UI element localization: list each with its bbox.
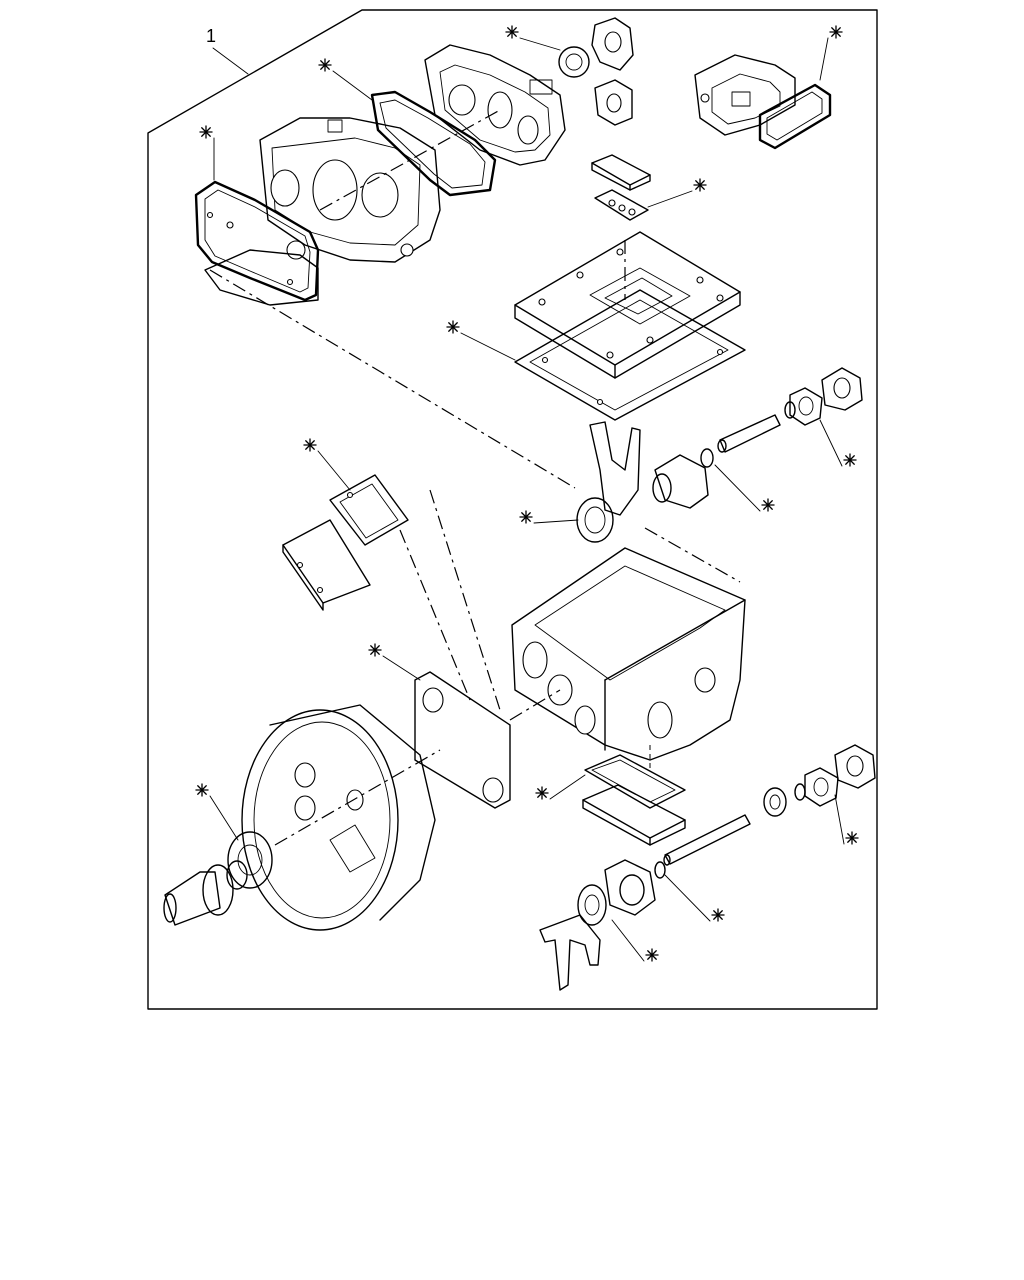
shift-cover-gasket [514, 289, 746, 421]
marker-symbols [195, 25, 859, 962]
reference-mark-leader [209, 795, 239, 841]
small-flange-cover [594, 79, 633, 126]
reference-mark-leader [611, 919, 645, 962]
retainer-gasket-lower [577, 884, 607, 926]
reference-mark-icon [195, 783, 209, 797]
small-oil-seal [558, 46, 590, 78]
clutch-housing [241, 704, 436, 931]
alignment-line-5 [399, 529, 471, 701]
shift-shaft-lower [663, 814, 751, 866]
reference-mark-leader [714, 464, 761, 512]
o-ring-upper [700, 448, 714, 468]
o-ring-lower [654, 861, 666, 879]
reference-mark-leader [549, 774, 586, 800]
reference-mark-icon [199, 125, 213, 139]
bottom-cover-plate [582, 784, 686, 846]
o-ring-lower-small [794, 783, 806, 801]
top-cover-block [694, 54, 796, 136]
upper-housing [424, 44, 566, 166]
item-number-label: 1 [206, 26, 216, 46]
side-cover-gasket [329, 474, 409, 546]
reference-mark-leader [332, 70, 373, 101]
upper-housing-gasket [370, 90, 497, 197]
reference-mark-icon [303, 438, 317, 452]
reference-mark-icon [711, 908, 725, 922]
shift-cover-plate [514, 231, 741, 379]
input-shaft-seal [227, 831, 273, 889]
bearing-cover-lower [834, 744, 876, 789]
bearing-retainer-lower [604, 859, 656, 916]
transmission-case [511, 547, 746, 761]
bearing-cover-gasket-upper [789, 387, 823, 426]
item-number-leader [212, 47, 249, 75]
round-gasket-mid [576, 497, 614, 543]
reference-mark-icon [519, 510, 533, 524]
side-cover [282, 519, 371, 611]
reference-mark-icon [845, 831, 859, 845]
reference-mark-leader [317, 450, 351, 491]
reference-mark-icon [761, 498, 775, 512]
alignment-line-3 [644, 527, 741, 583]
reference-mark-icon [505, 25, 519, 39]
reference-mark-icon [535, 786, 549, 800]
front-cover [204, 249, 319, 306]
reference-mark-icon [318, 58, 332, 72]
bearing-cover-upper [821, 367, 863, 411]
reference-mark-leader [819, 419, 843, 467]
reference-mark-icon [368, 643, 382, 657]
small-plate-gasket [594, 189, 649, 221]
shift-fork-upper [589, 421, 641, 516]
alignment-line-7 [274, 749, 441, 846]
reference-mark-leader [382, 655, 421, 681]
alignment-line-6 [509, 689, 561, 721]
front-housing-cover [259, 117, 441, 263]
reference-mark-leader [647, 190, 693, 208]
bearing-cover-gasket-lower [804, 767, 839, 807]
input-shaft [163, 860, 248, 926]
bearing-cover-top [591, 17, 634, 71]
clutch-housing-gasket [414, 671, 511, 809]
reference-mark-icon [446, 320, 460, 334]
reference-mark-icon [645, 948, 659, 962]
bearing-lower [763, 787, 787, 817]
top-cover-gasket [758, 83, 832, 150]
reference-mark-leader [819, 37, 829, 81]
reference-mark-leader [533, 519, 579, 524]
figure-frame [147, 9, 878, 1010]
reference-mark-icon [843, 453, 857, 467]
shift-fork-lower [539, 914, 601, 991]
reference-mark-icon [693, 178, 707, 192]
reference-mark-leader [664, 874, 711, 922]
alignment-line-4 [429, 489, 501, 711]
small-plate [591, 154, 651, 191]
reference-mark-leader [834, 794, 845, 845]
shift-shaft-upper [717, 414, 781, 453]
alignment-line-1 [209, 269, 576, 489]
bottom-gasket [584, 754, 686, 809]
bearing-retainer [652, 454, 709, 509]
alignment-line-9 [319, 109, 501, 211]
reference-mark-leader [519, 37, 561, 51]
reference-mark-icon [829, 25, 843, 39]
reference-mark-leader [460, 332, 516, 361]
